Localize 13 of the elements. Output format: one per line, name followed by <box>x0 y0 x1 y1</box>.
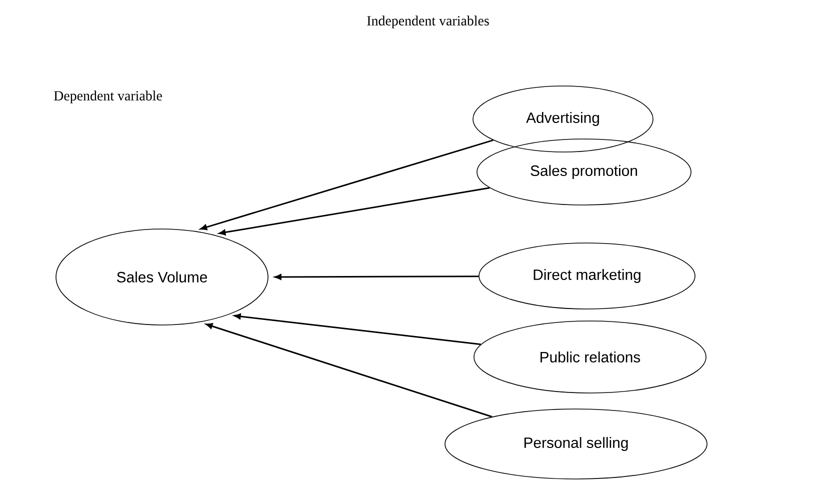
oval-node: Personal selling <box>444 408 708 480</box>
arrow <box>274 274 479 280</box>
oval-node: Sales promotion <box>476 138 692 206</box>
arrow <box>200 139 494 230</box>
oval-node: Sales Volume <box>56 228 268 326</box>
arrow <box>206 323 492 418</box>
axis-heading: Dependent variable <box>54 90 162 104</box>
oval-node: Public relations <box>474 320 706 394</box>
oval-node: Advertising <box>472 86 654 152</box>
arrow <box>234 314 481 346</box>
arrow <box>218 187 490 236</box>
axis-heading: Independent variables <box>367 16 489 28</box>
oval-node: Direct marketing <box>478 242 696 310</box>
